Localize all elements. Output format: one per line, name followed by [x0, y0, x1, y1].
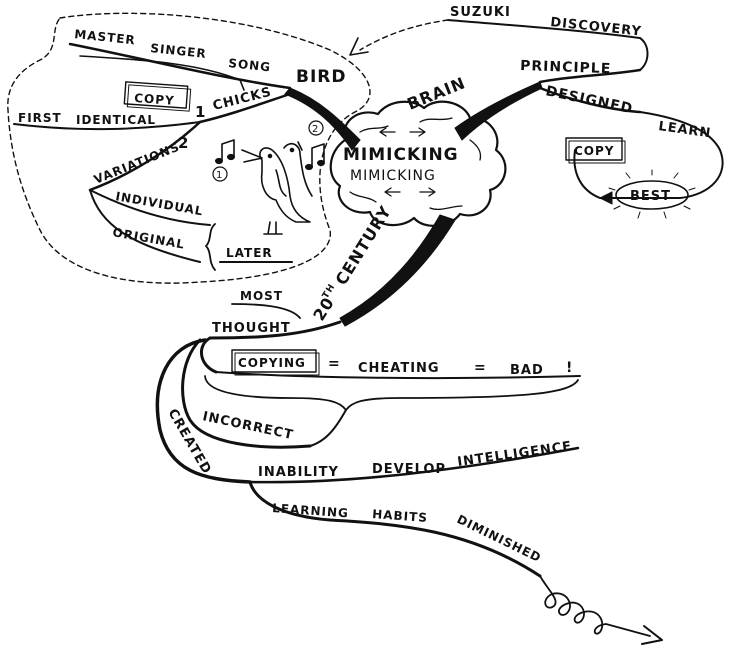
copying-box — [231, 349, 317, 373]
thought-line — [208, 320, 342, 340]
chick-number-2: 2 — [178, 134, 189, 152]
discovery-arrowhead — [349, 37, 369, 56]
master-bracket — [79, 55, 245, 91]
identical-text: IDENTICAL — [76, 113, 156, 127]
singer-text: SINGER — [150, 41, 208, 61]
master-line — [68, 42, 292, 90]
bird-label: BIRD — [296, 67, 346, 87]
century-sup: TH — [321, 282, 338, 301]
note-one-circle — [212, 166, 228, 182]
bird-illustration — [241, 141, 313, 235]
principle-line — [538, 68, 642, 84]
brain-label: BRAIN — [404, 73, 468, 114]
chicks-line — [198, 92, 292, 124]
designed-line — [538, 86, 642, 114]
copying-branch — [200, 336, 218, 374]
best-oval — [615, 180, 689, 210]
best-text: BEST — [630, 189, 671, 204]
brain-copy-text: COPY — [574, 144, 615, 158]
branch-century — [339, 214, 456, 327]
bird-boundary — [7, 12, 371, 284]
century-label: 20 TH CENTURY — [309, 202, 395, 324]
copying-line — [215, 371, 581, 380]
learning-text: LEARNING — [272, 501, 350, 520]
diminished-spiral — [539, 575, 651, 637]
center-word-2: MIMICKING — [350, 168, 436, 184]
variations-text: VARIATIONS — [92, 140, 182, 187]
brain-copy-box — [565, 137, 623, 161]
learning-line — [248, 480, 542, 578]
note-two-number: 2 — [312, 124, 319, 135]
discovery-arrow — [359, 19, 449, 51]
diminished-arrowhead — [641, 625, 663, 645]
copying-text: COPYING — [238, 356, 306, 370]
most-text: MOST — [240, 289, 283, 303]
first-text: FIRST — [18, 111, 62, 125]
individual-line — [89, 189, 211, 226]
note-one-number: 1 — [216, 170, 223, 181]
suzuki-text: SUZUKI — [450, 5, 511, 20]
learn-line — [599, 111, 724, 199]
master-text: MASTER — [74, 27, 137, 47]
variations-line — [88, 120, 202, 192]
thought-text: THOUGHT — [212, 321, 291, 336]
intelligence-text: INTELLIGENCE — [456, 439, 573, 470]
designed-text: DESIGNED — [544, 83, 634, 117]
principle-text: PRINCIPLE — [520, 58, 612, 77]
cheating-text: CHEATING — [358, 361, 440, 376]
bang-text: ! — [566, 360, 573, 376]
best-arrowhead — [598, 191, 613, 205]
discovery-text: DISCOVERY — [550, 15, 643, 40]
diminished-text: DIMINISHED — [455, 512, 544, 565]
habits-text: HABITS — [372, 507, 429, 525]
chick-number-1: 1 — [195, 103, 206, 121]
later-brace — [205, 223, 216, 271]
equals-2: = — [474, 360, 487, 376]
equals-1: = — [328, 356, 341, 372]
branch-bird — [284, 87, 361, 151]
original-text: ORIGINAL — [111, 225, 186, 251]
later-text: LATER — [226, 246, 273, 260]
music-note-icon-2 — [305, 143, 325, 171]
best-rays — [608, 169, 696, 219]
inability-line — [248, 446, 580, 484]
develop-text: DEVELOP — [372, 462, 446, 477]
century-word: CENTURY — [332, 202, 396, 288]
individual-text: INDIVIDUAL — [114, 189, 204, 218]
incorrect-connector — [309, 409, 347, 447]
learn-text: LEARN — [657, 119, 712, 141]
original-line — [89, 189, 201, 263]
learn-loop — [573, 149, 601, 199]
note-two-circle — [308, 120, 324, 136]
bird-copy-text: COPY — [134, 91, 175, 108]
inability-text: INABILITY — [258, 465, 339, 480]
copying-bracket — [204, 375, 579, 411]
brain-center: MIMICKING MIMICKING — [329, 100, 507, 227]
most-line — [231, 303, 301, 319]
first-line — [13, 121, 201, 131]
song-text: SONG — [228, 56, 272, 74]
center-word-1: MIMICKING — [343, 145, 459, 165]
music-note-icon — [215, 139, 235, 165]
created-line — [155, 338, 252, 484]
incorrect-line — [181, 338, 312, 449]
bad-text: BAD — [510, 363, 544, 378]
suzuki-line — [447, 19, 649, 71]
bird-copy-box — [123, 81, 189, 109]
